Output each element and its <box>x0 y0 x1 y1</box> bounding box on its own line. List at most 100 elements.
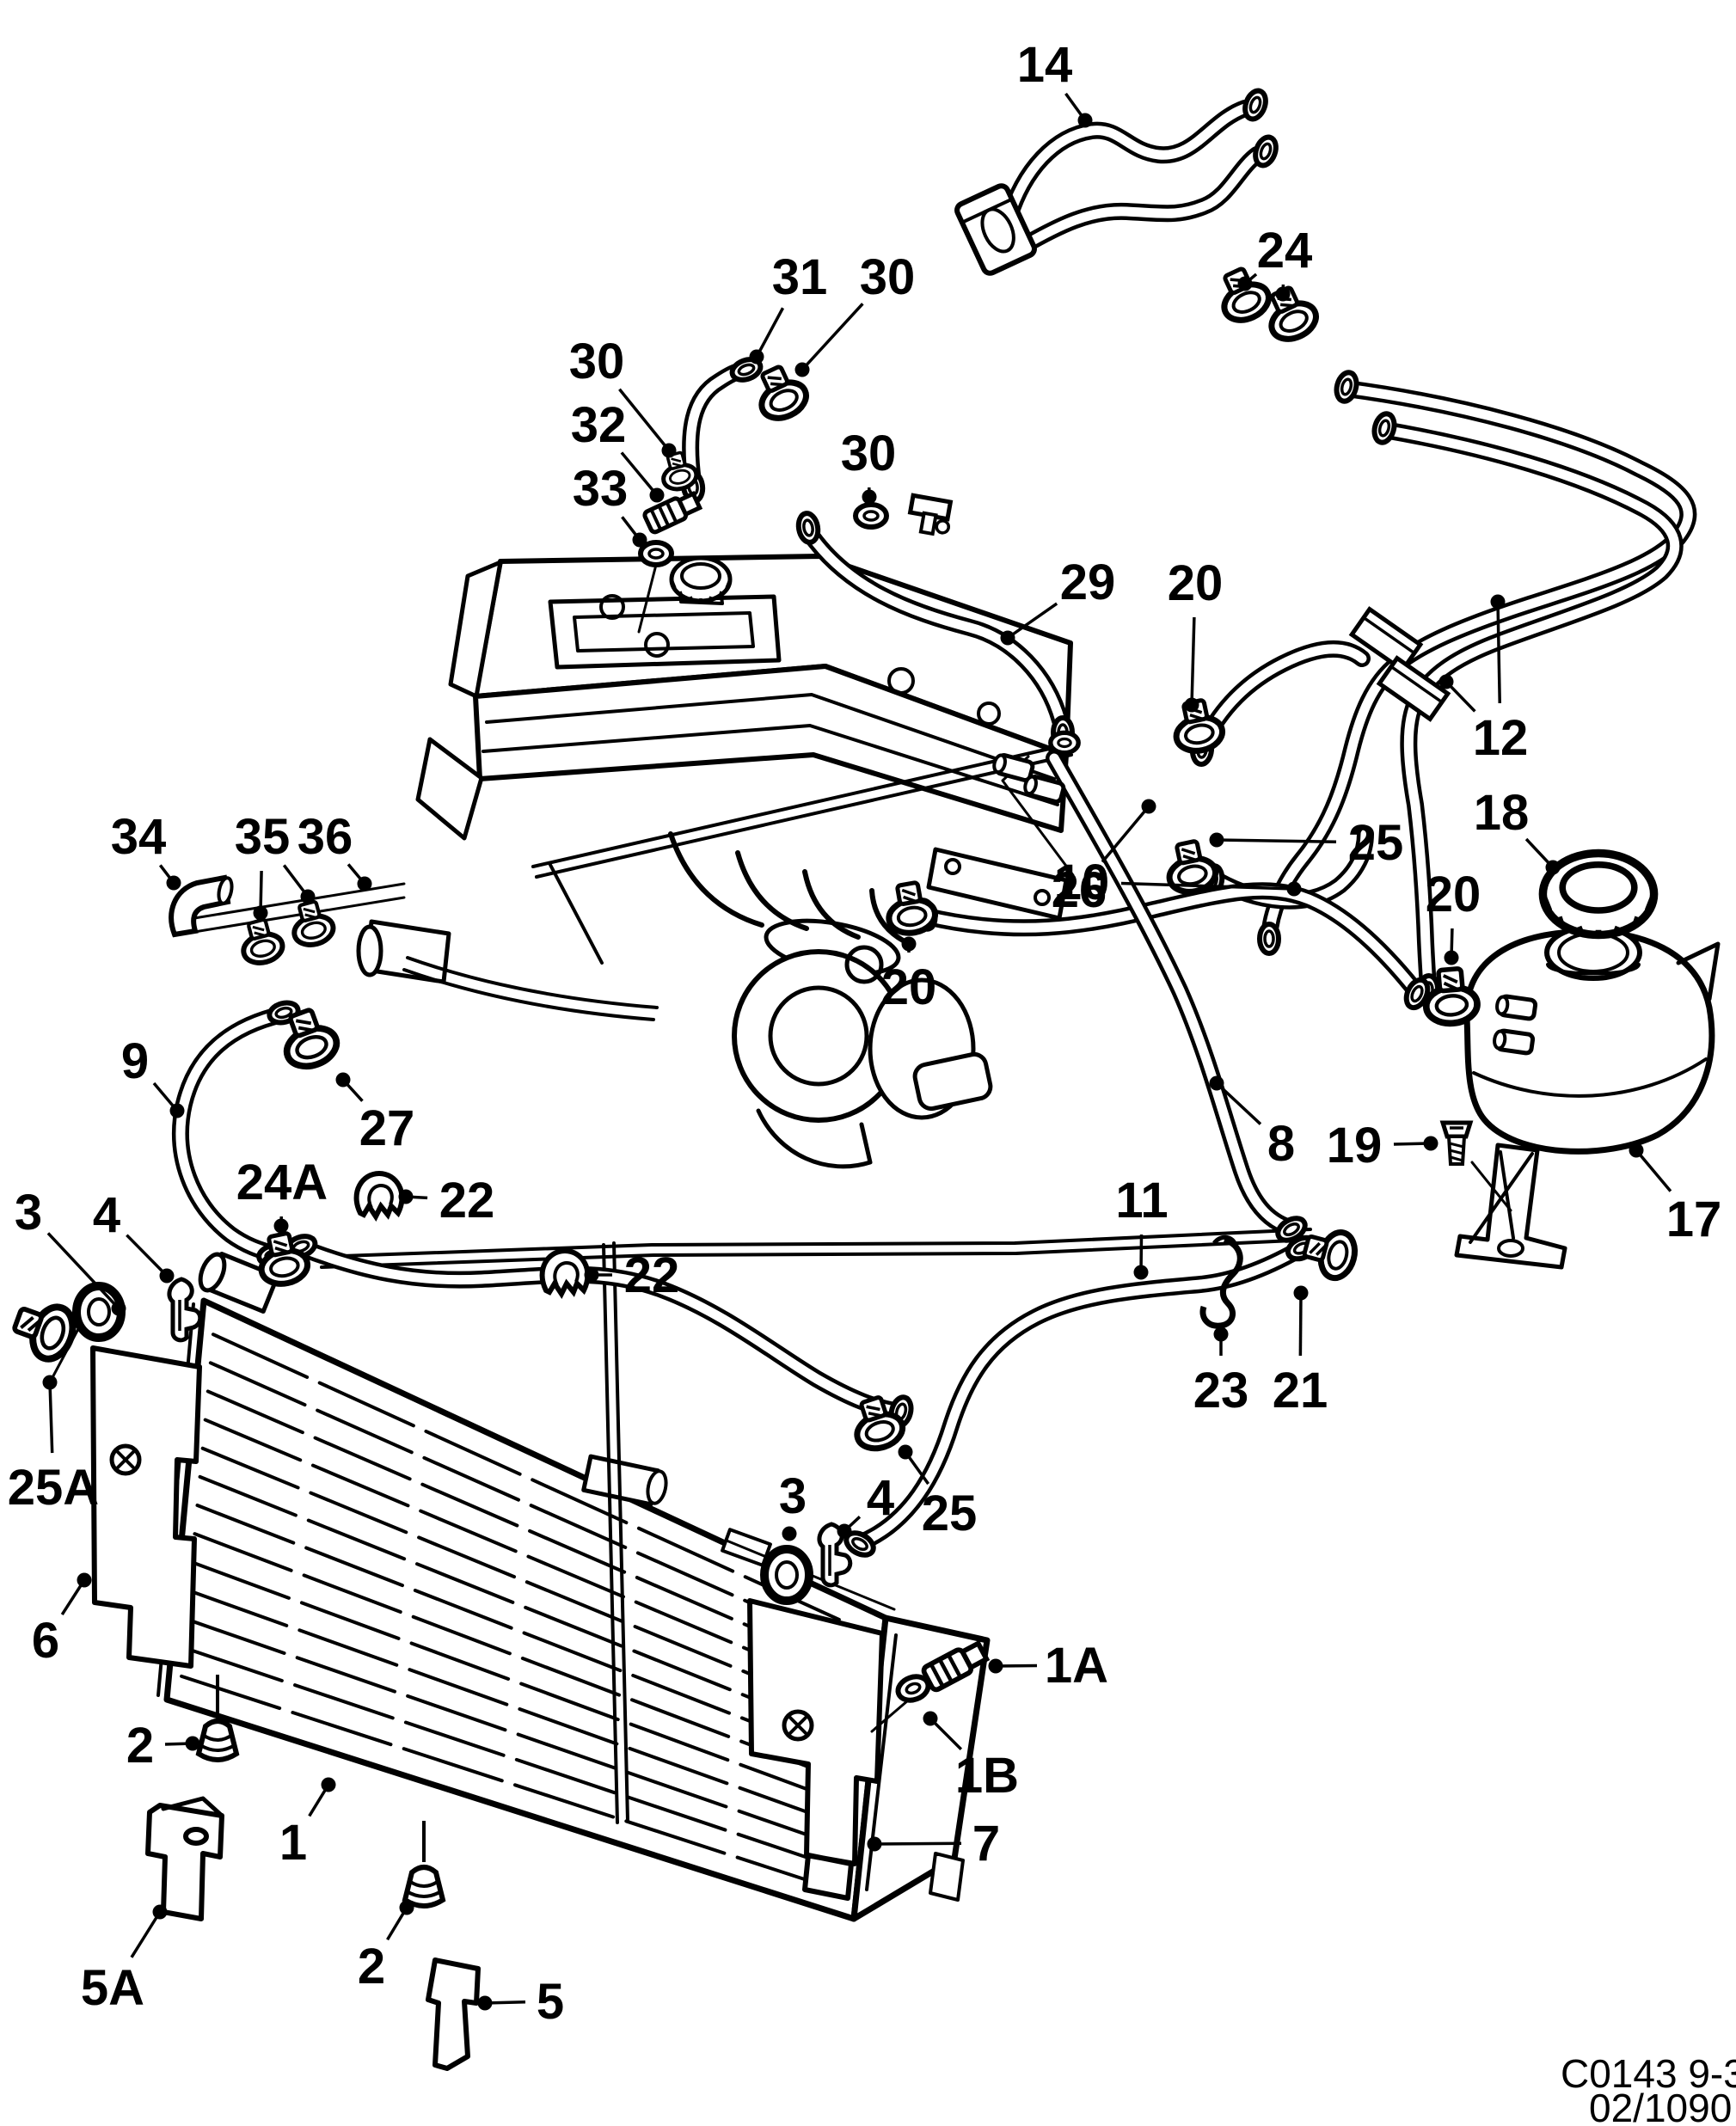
leader-dot <box>253 905 268 921</box>
part-clip-22-a <box>353 1170 405 1222</box>
part-label-30: 30 <box>841 426 897 481</box>
callout-18: 18 <box>1474 785 1561 875</box>
part-clamp-30-elbow-top <box>758 365 809 421</box>
part-nipple-26-b <box>1023 775 1066 804</box>
part-label-2: 2 <box>126 1718 154 1774</box>
hose-end <box>795 511 821 545</box>
part-clamp-27 <box>283 1008 340 1070</box>
part-label-21: 21 <box>1273 1363 1328 1418</box>
part-sleeve-12-a <box>1348 606 1424 673</box>
part-label-1B: 1B <box>955 1748 1019 1804</box>
leader-dot <box>661 443 677 458</box>
callout-25: 25 <box>898 1444 977 1541</box>
leader-dot <box>1423 1136 1438 1151</box>
leader-dot <box>159 1268 175 1284</box>
leader-line <box>1101 805 1150 863</box>
leader-line <box>1006 602 1058 640</box>
part-label-25A: 25A <box>8 1460 99 1516</box>
part-screw-19 <box>1439 1120 1474 1166</box>
callout-5: 5 <box>477 1974 564 2030</box>
leader-dot <box>1077 113 1093 128</box>
leader-dot <box>794 362 810 377</box>
leader-line <box>1215 1081 1262 1125</box>
baffle-6 <box>90 1345 202 1669</box>
part-nipple-26-a <box>992 753 1035 782</box>
hose-end <box>1257 922 1281 956</box>
leader-line <box>801 303 864 371</box>
leader-dot <box>632 532 647 548</box>
leader-dot <box>399 1900 414 1915</box>
callout-6: 6 <box>32 1572 92 1669</box>
part-label-14: 14 <box>1017 37 1073 93</box>
callout-30: 30 <box>841 426 897 505</box>
callout-24A: 24A <box>236 1155 328 1234</box>
callout-25A: 25A <box>8 1375 99 1516</box>
part-label-24A: 24A <box>236 1155 328 1210</box>
part-flange-14 <box>954 183 1037 276</box>
part-clamp-35-b <box>291 899 336 947</box>
drawing-number: C0143 9-3 <box>1561 2051 1736 2096</box>
hose-end <box>729 357 764 383</box>
part-label-20: 20 <box>1168 555 1224 611</box>
leader-dot <box>477 1995 493 2011</box>
baffle-7 <box>747 1598 885 1901</box>
callout-9: 9 <box>121 1033 185 1118</box>
leader-line <box>1216 838 1337 844</box>
leader-dot <box>1444 950 1459 965</box>
part-label-10: 10 <box>1054 855 1110 910</box>
part-label-17: 17 <box>1666 1192 1722 1247</box>
part-nipple-32 <box>642 490 703 535</box>
leader-dot <box>335 1072 351 1088</box>
part-clip-22-b <box>539 1247 591 1299</box>
part-label-29: 29 <box>1060 554 1116 610</box>
leader-dot <box>867 1836 882 1852</box>
leader-line <box>755 307 785 358</box>
callout-10: 10 <box>1054 855 1302 910</box>
part-label-22: 22 <box>624 1247 680 1303</box>
part-tank-nipple-a <box>1495 994 1538 1021</box>
callout-23: 23 <box>1193 1326 1248 1418</box>
part-label-2: 2 <box>358 1939 385 1994</box>
callout-3: 3 <box>15 1185 126 1316</box>
hose-radiator-top-hose <box>284 1234 914 1429</box>
leader-line <box>126 1234 169 1277</box>
leader-dot <box>782 1526 797 1541</box>
illustration-layer <box>48 554 1721 2071</box>
leader-dot <box>988 1658 1003 1674</box>
hose-heater-pipe-12-a <box>1257 370 1697 956</box>
callout-35: 35 <box>235 809 316 921</box>
part-label-30: 30 <box>569 334 625 389</box>
hose-vent-elbow-31 <box>680 357 764 504</box>
hose-end <box>1242 88 1268 122</box>
part-label-22: 22 <box>439 1173 495 1228</box>
part-label-32: 32 <box>571 397 627 453</box>
callout-4: 4 <box>93 1187 175 1284</box>
part-screw-baffle-7 <box>782 1709 814 1742</box>
leader-dot <box>1184 697 1199 713</box>
leader-dot <box>1490 594 1506 610</box>
part-clamp-25-top <box>1166 839 1219 895</box>
callout-14: 14 <box>1017 37 1093 128</box>
part-label-4: 4 <box>93 1187 120 1243</box>
leader-dot <box>1133 1265 1149 1280</box>
hose-hose-8 <box>1046 750 1308 1243</box>
callout-8: 8 <box>1209 1075 1295 1172</box>
part-screw-baffle-6 <box>109 1443 142 1476</box>
part-label-24: 24 <box>1257 223 1313 279</box>
leader-line <box>130 1911 162 1958</box>
part-clamp-20-left <box>886 880 938 936</box>
part-label-20: 20 <box>1426 867 1481 922</box>
leader-dot <box>357 876 372 891</box>
callout-17: 17 <box>1629 1143 1722 1247</box>
leader-dot <box>1213 1326 1229 1342</box>
part-label-5A: 5A <box>81 1960 144 2016</box>
leader-dot <box>1293 1285 1309 1301</box>
leader-dot <box>42 1375 58 1390</box>
callout-1: 1 <box>279 1777 336 1871</box>
callout-3: 3 <box>779 1468 807 1541</box>
part-mount-2-right <box>402 1821 446 1908</box>
axis-1A-1B <box>870 1699 910 1733</box>
leader-line <box>620 451 659 497</box>
callout-29: 29 <box>1000 554 1116 646</box>
